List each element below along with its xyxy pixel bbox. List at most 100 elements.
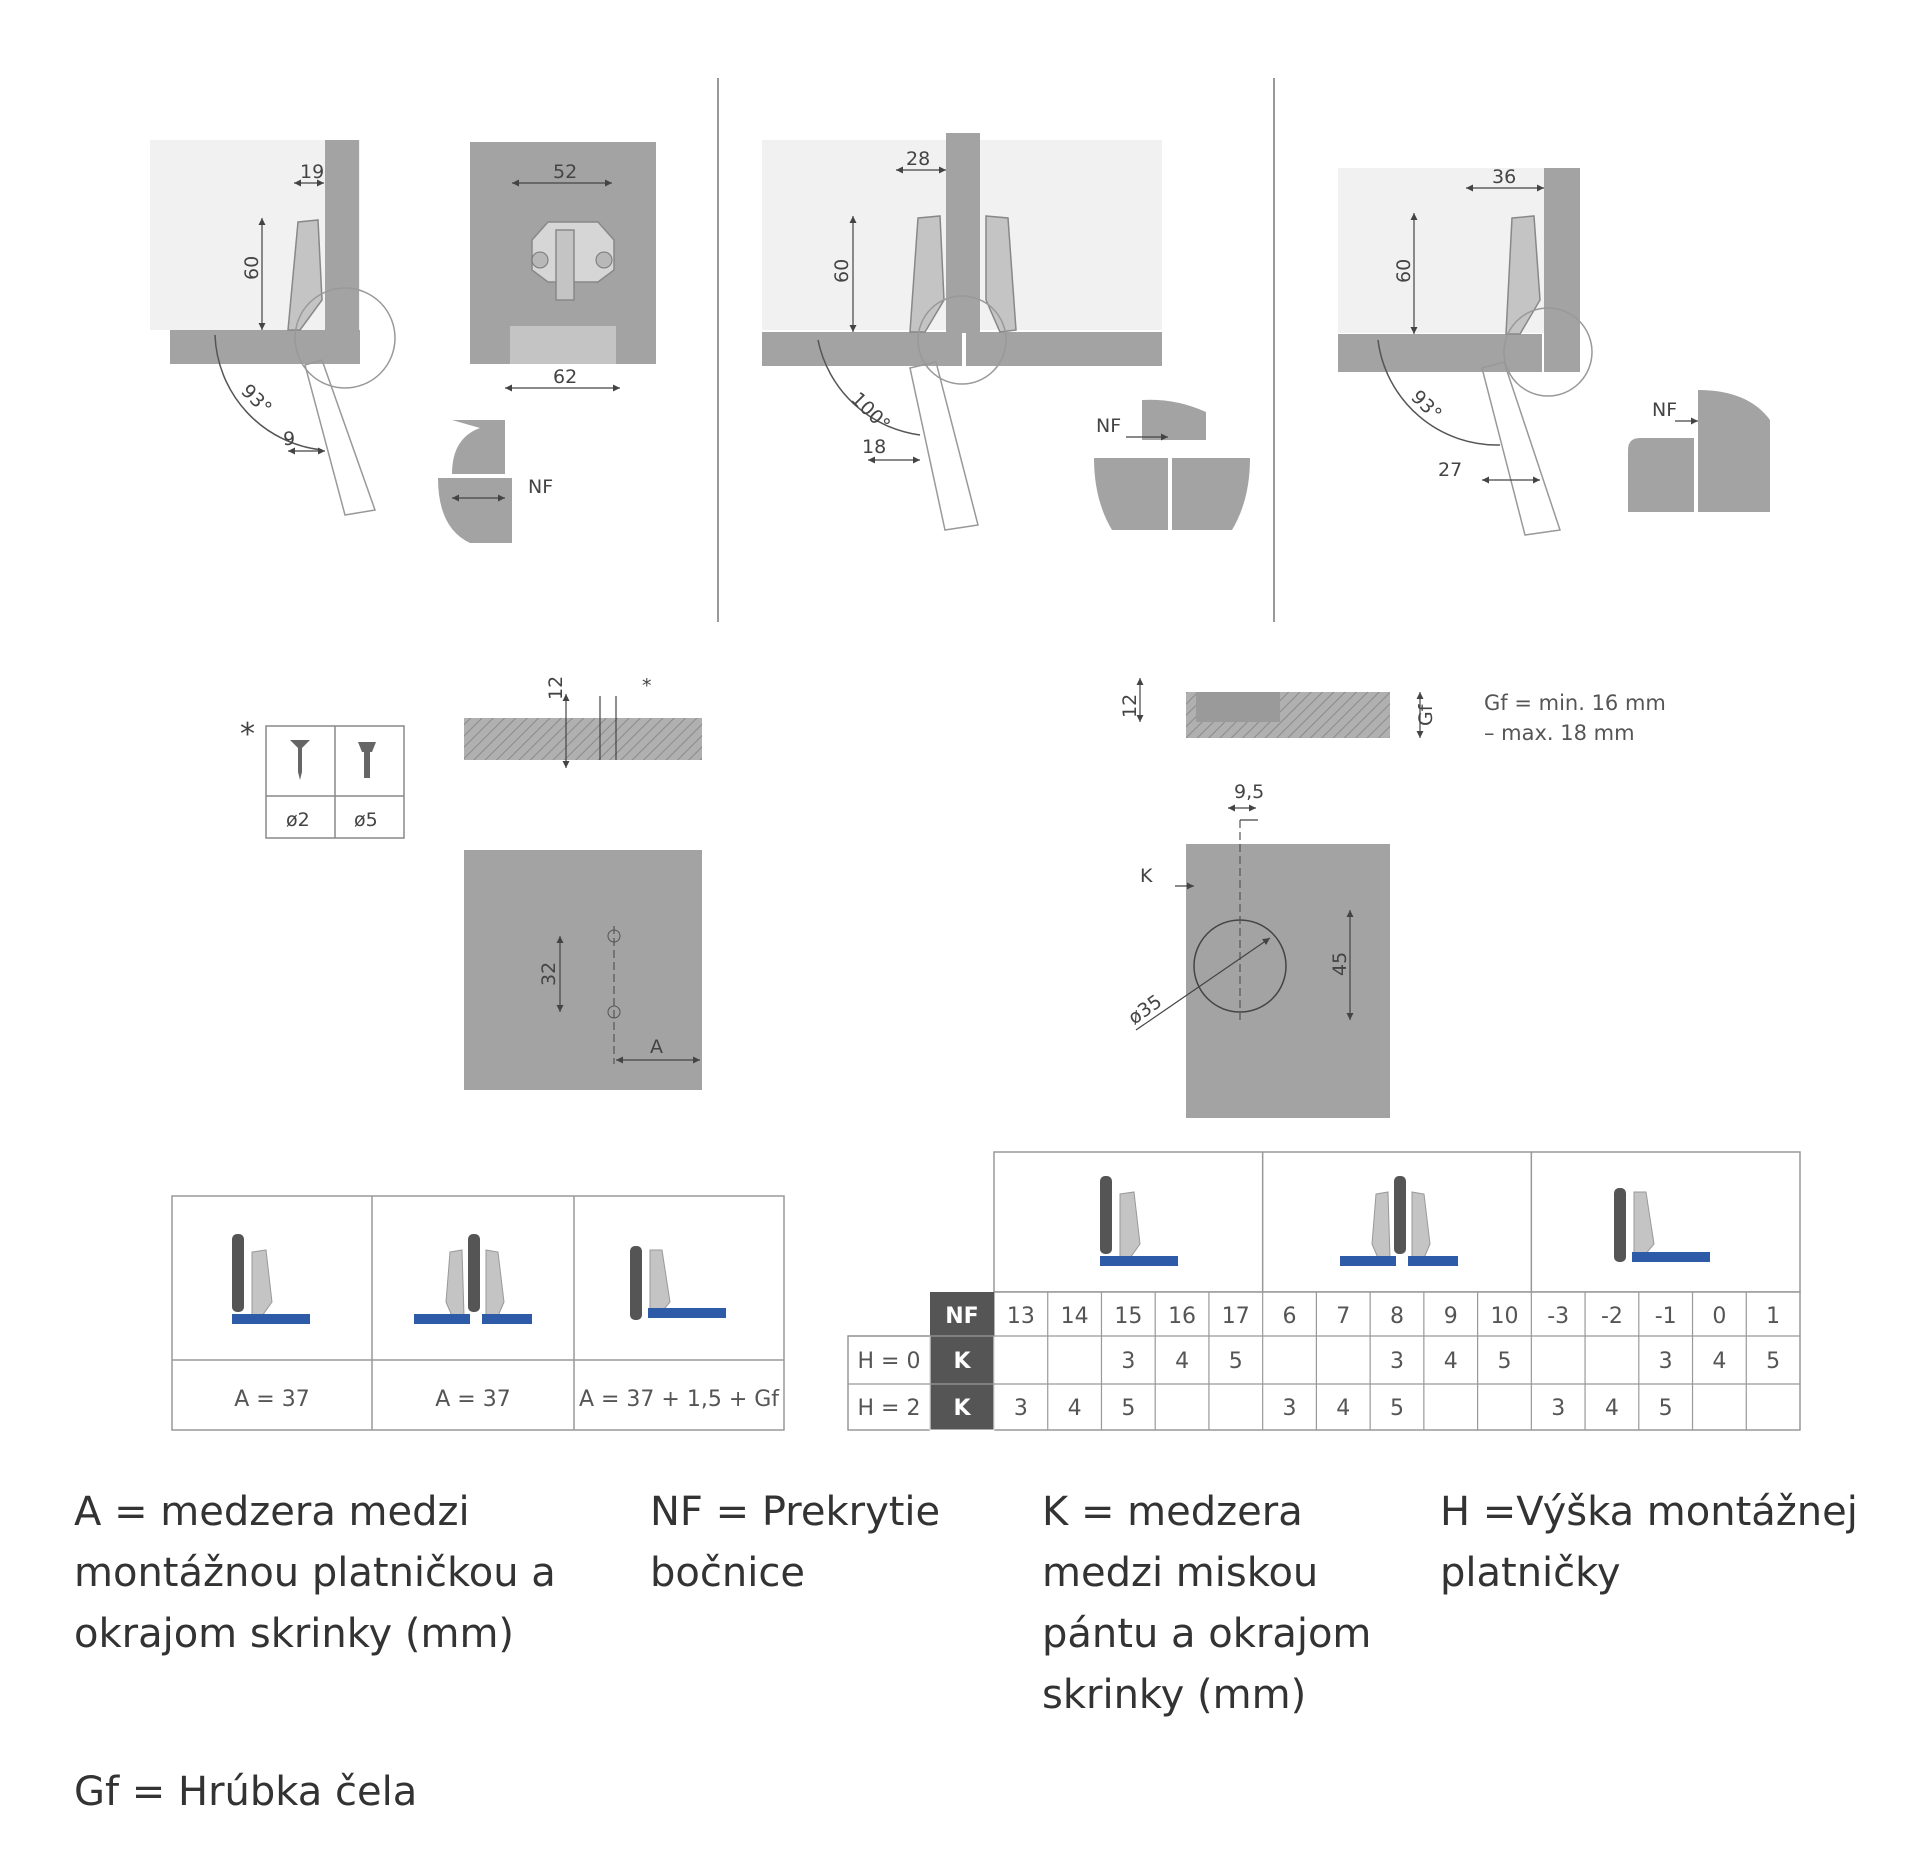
detail-circle [917,295,1007,385]
door-left [762,332,962,366]
nf-value: 10 [1490,1304,1518,1329]
dim-12-a: 12 [545,676,567,700]
dim-52: 52 [553,161,577,183]
legend-h-line: H =Výška montážnej [1440,1489,1858,1535]
nf-center-block [1142,399,1206,440]
legend-nf-line: NF = Prekrytie [650,1489,941,1535]
legend-gf-line: Gf = Hrúbka čela [74,1769,418,1815]
nf-value: 6 [1283,1304,1297,1329]
nf-value: 1 [1766,1304,1780,1329]
legend-k-line: skrinky (mm) [1042,1672,1307,1718]
mounting-plate-front [510,326,616,364]
k-value: 3 [1014,1396,1028,1421]
nf-right-block [1172,458,1250,530]
inset-icon [630,1246,726,1320]
dim-36: 36 [1492,166,1516,188]
nf-label-2: NF [1096,415,1121,437]
drilling-door-cup: 12 Gf Gf = min. 16 mm – max. 18 mm 9,5 K… [1119,678,1666,1118]
dim-9-5: 9,5 [1234,781,1264,803]
door-panel [170,330,360,364]
nf-left-block [1094,458,1168,530]
dim-28: 28 [906,148,930,170]
plate-table: A = 37 A = 37 A = 37 + 1,5 + Gf [171,1195,785,1431]
nf-value: 14 [1061,1304,1089,1329]
plate-slot [555,229,575,301]
legend-h-line: platničky [1440,1550,1621,1596]
detail-circle [1503,307,1593,397]
nf-value: 9 [1444,1304,1458,1329]
hinge-arm [287,219,323,331]
k-value: 4 [1336,1396,1350,1421]
angle-100: 100° [846,388,894,436]
screw-dia-2: ø2 [286,809,310,831]
k-value: 5 [1229,1349,1243,1374]
hinge-right [985,215,1017,333]
section-inset: 60 36 93° 27 NF [1338,166,1770,536]
k-value: 3 [1659,1349,1673,1374]
screw-dia-5: ø5 [354,809,378,831]
nf-value: 17 [1222,1304,1250,1329]
k-value: 5 [1121,1396,1135,1421]
plate-screw-left [531,251,549,269]
k-cell-h2 [929,1383,995,1431]
dim-60-a: 60 [241,256,263,280]
side-panel-front [464,850,702,1090]
k-value: 3 [1121,1349,1135,1374]
nf-value: -2 [1601,1304,1623,1329]
dim-18: 18 [862,436,886,458]
inset-icon [1614,1188,1710,1262]
legend-a-line: montážnou platničkou a [74,1550,556,1596]
k-value: 4 [1712,1349,1726,1374]
dim-60-c: 60 [1393,259,1415,283]
dim-45: 45 [1329,952,1351,976]
k-value: 3 [1283,1396,1297,1421]
gf-note-line2: – max. 18 mm [1484,721,1635,745]
h-row-label: H = 2 [858,1396,921,1421]
plate-screw-right [595,251,613,269]
h-row-label: H = 0 [858,1349,921,1374]
cabinet-side-panel [325,140,359,330]
section-full-overlay: 60 19 93° 9 52 62 NF [150,140,656,543]
dim-9: 9 [283,428,295,450]
nf-label-3: NF [1652,399,1677,421]
nf-lower-block [438,478,512,543]
dim-62: 62 [553,366,577,388]
nf-value: 15 [1114,1304,1142,1329]
drilling-mounting-plate: * ø2 ø5 12 * 32 A [240,675,702,1090]
half-overlay-icon [414,1234,532,1324]
side-section-hatched [464,718,702,760]
legend-k-line: K = medzera [1042,1489,1303,1535]
plate-cell-1: A = 37 [234,1387,309,1412]
k-label: K [953,1396,971,1421]
full-overlay-icon [1100,1176,1178,1266]
k-value: 3 [1551,1396,1565,1421]
legend-a: A = medzera medzi montážnou platničkou a… [74,1482,614,1665]
nf-upper-block [452,420,505,474]
hinge-left [909,215,945,333]
legend-gf: Gf = Hrúbka čela [74,1762,674,1823]
star-note: * [642,675,652,697]
plate-cell-3: A = 37 + 1,5 + Gf [579,1387,780,1412]
legend-nf: NF = Prekrytie bočnice [650,1482,1010,1604]
nf-value: -1 [1655,1304,1677,1329]
nf-value: 7 [1336,1304,1350,1329]
nf-label-1: NF [528,476,553,498]
door-open-outline [304,359,377,516]
dim-60-b: 60 [831,259,853,283]
swing-arc [214,334,323,451]
door-front [1186,844,1390,1118]
legend-k-line: pántu a okrajom [1042,1611,1372,1657]
screw-icon [290,740,310,780]
cabinet-side-panel [1544,168,1580,372]
half-overlay-icon [1340,1176,1458,1266]
k-value: 3 [1390,1349,1404,1374]
nf-value: 16 [1168,1304,1196,1329]
bolt-icon [358,742,376,778]
legend-nf-line: bočnice [650,1550,805,1596]
detail-circle [294,287,396,389]
dim-27: 27 [1438,459,1462,481]
nf-header: NF [945,1304,978,1329]
k-value: 5 [1766,1349,1780,1374]
door-open-outline [1481,361,1561,536]
nf-header-cell [930,1292,994,1336]
